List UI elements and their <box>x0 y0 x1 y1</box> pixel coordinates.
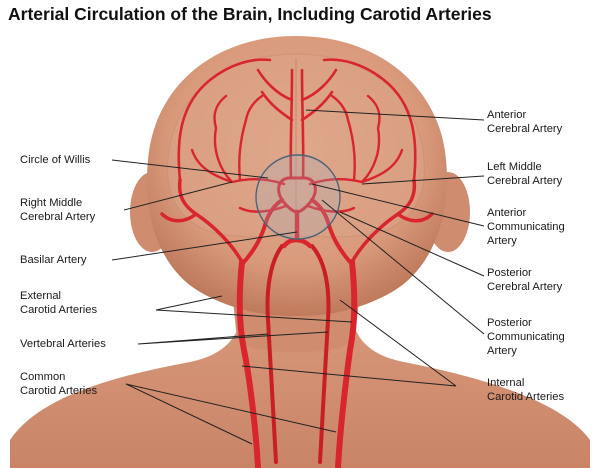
label-external-carotid-arteries: External Carotid Arteries <box>20 289 97 317</box>
label-left-middle-cerebral-artery: Left Middle Cerebral Artery <box>487 160 562 188</box>
label-circle-of-willis: Circle of Willis <box>20 153 90 167</box>
label-posterior-cerebral-artery: Posterior Cerebral Artery <box>487 266 562 294</box>
label-posterior-communicating-artery: Posterior Communicating Artery <box>487 316 565 358</box>
diagram-title: Arterial Circulation of the Brain, Inclu… <box>8 4 588 25</box>
circle-of-willis-highlight <box>256 155 340 239</box>
label-right-middle-cerebral-artery: Right Middle Cerebral Artery <box>20 196 95 224</box>
label-anterior-cerebral-artery: Anterior Cerebral Artery <box>487 108 562 136</box>
label-anterior-communicating-artery: Anterior Communicating Artery <box>487 206 565 248</box>
label-basilar-artery: Basilar Artery <box>20 253 87 267</box>
label-common-carotid-arteries: Common Carotid Arteries <box>20 370 97 398</box>
label-vertebral-arteries: Vertebral Arteries <box>20 337 106 351</box>
label-internal-carotid-arteries: Internal Carotid Arteries <box>487 376 564 404</box>
